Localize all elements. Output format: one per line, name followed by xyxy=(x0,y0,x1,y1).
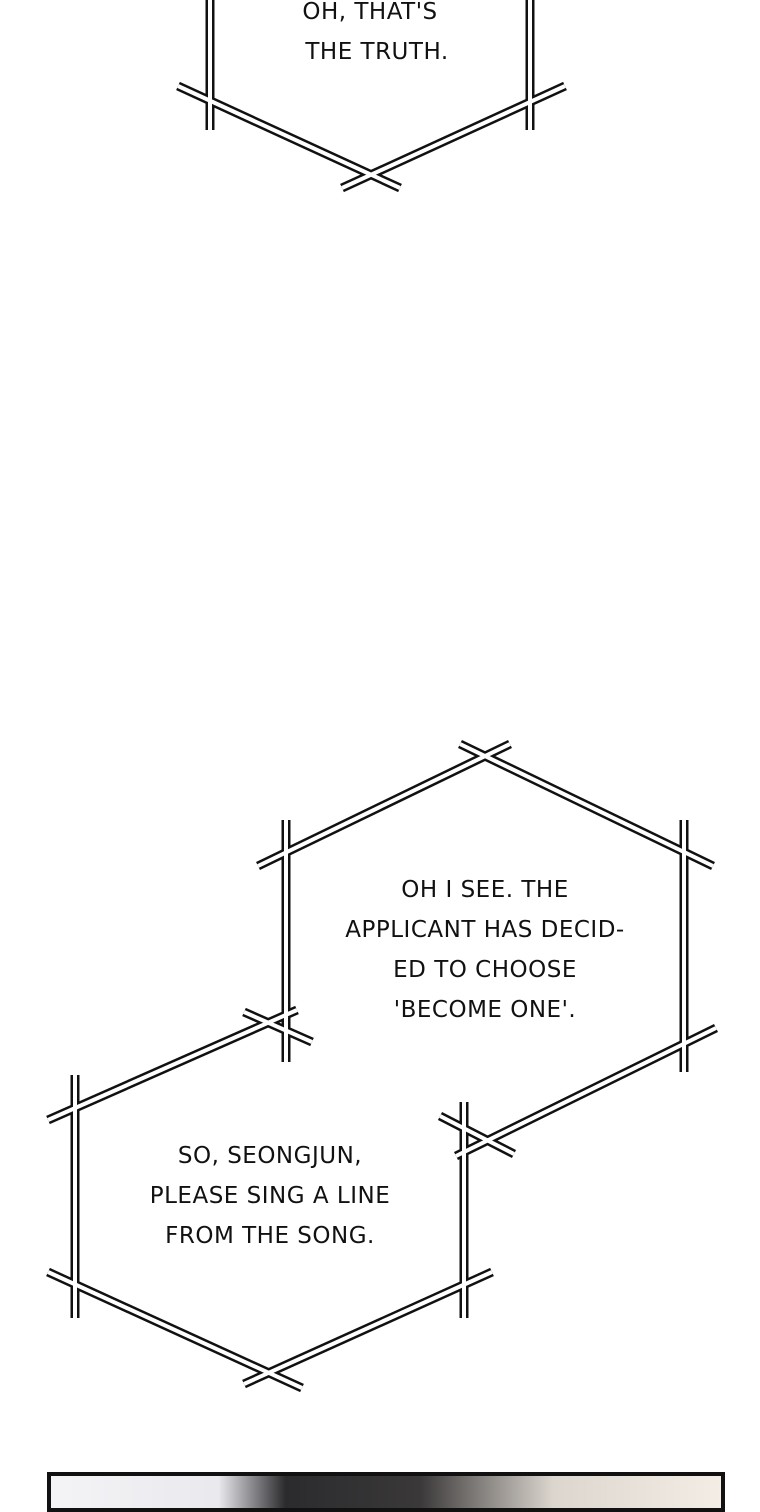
bubble-line: ED TO CHOOSE xyxy=(393,957,577,983)
bubble-2-text: OH I SEE. THE APPLICANT HAS DECID- ED TO… xyxy=(325,870,645,1030)
bubble-3-text: SO, SEONGJUN, PLEASE SING A LINE FROM TH… xyxy=(120,1136,420,1256)
bubble-line: 'BECOME ONE'. xyxy=(393,997,577,1023)
bubble-line: SO, SEONGJUN, xyxy=(177,1143,363,1169)
bubble-line: APPLICANT HAS DECID- xyxy=(345,917,625,943)
next-panel-art xyxy=(47,1472,725,1512)
bubble-line: FROM THE SONG. xyxy=(165,1223,375,1249)
bubble-line: OH, THAT'S xyxy=(302,0,438,25)
bubble-line: THE TRUTH. xyxy=(305,39,449,65)
bubble-line: OH I SEE. THE xyxy=(401,877,569,903)
bubble-line: PLEASE SING A LINE xyxy=(149,1183,391,1209)
bubble-1-text: OH, THAT'S THE TRUTH. xyxy=(280,0,460,72)
